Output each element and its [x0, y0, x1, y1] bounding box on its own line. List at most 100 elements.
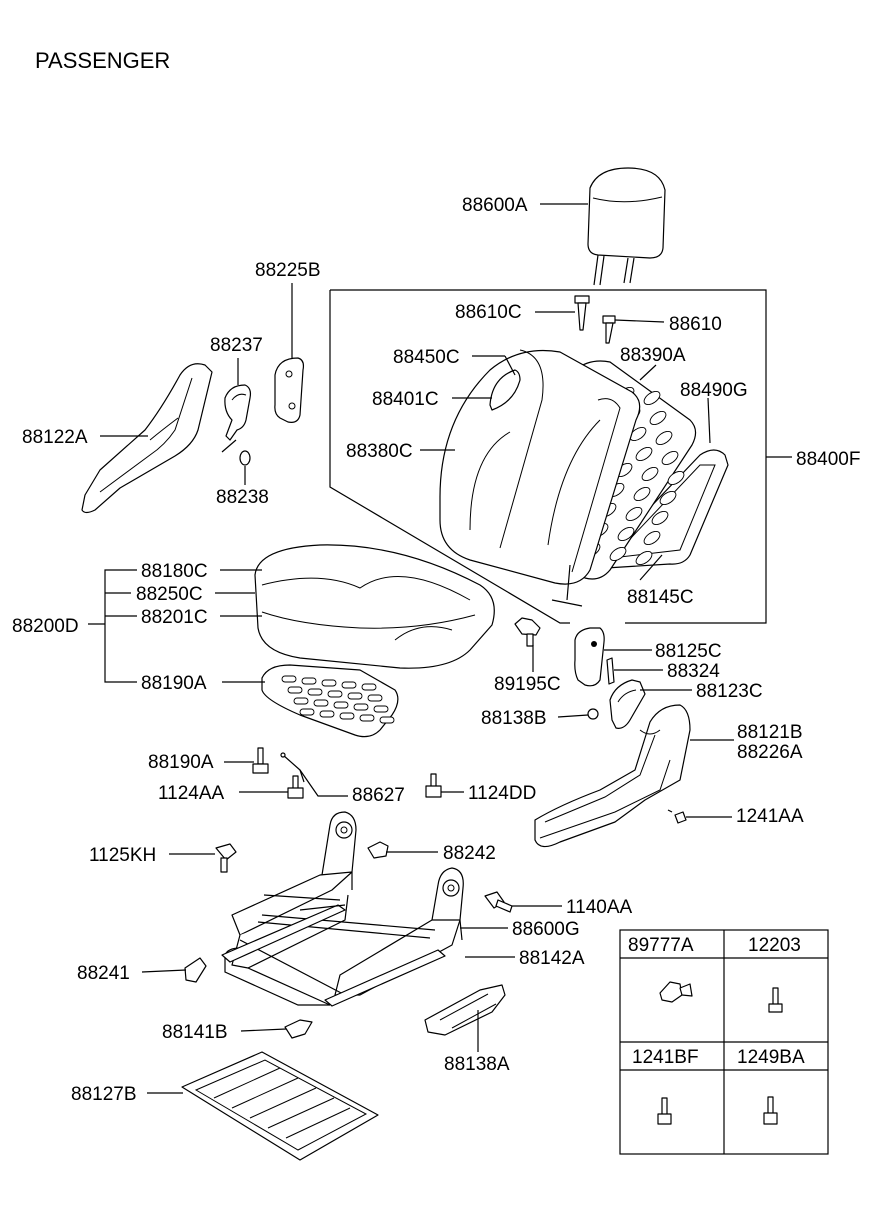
- pan-hole: [367, 694, 383, 702]
- label-88600G[interactable]: 88600G: [512, 919, 580, 940]
- label-88145C[interactable]: 88145C: [627, 587, 694, 608]
- pan-hole: [359, 714, 375, 722]
- label-88390A[interactable]: 88390A: [620, 345, 686, 366]
- backboard-hole: [655, 430, 673, 446]
- hinge-bracket-part[interactable]: [221, 384, 252, 453]
- back-pad-part[interactable]: [489, 369, 521, 411]
- backboard-hole: [643, 530, 661, 546]
- backboard-hole: [625, 506, 643, 522]
- label-1125KH[interactable]: 1125KH: [89, 845, 156, 866]
- pan-hole: [293, 697, 309, 705]
- label-88190A-bolt[interactable]: 88190A: [148, 752, 214, 773]
- label-88127B[interactable]: 88127B: [71, 1084, 137, 1105]
- back-wire-part[interactable]: [551, 564, 583, 607]
- bolt-1140aa-part[interactable]: [484, 891, 513, 913]
- table-header-12203: 12203: [748, 935, 801, 956]
- label-88125C[interactable]: 88125C: [655, 641, 722, 662]
- table-header-89777A: 89777A: [628, 935, 694, 956]
- label-88225B[interactable]: 88225B: [255, 260, 321, 281]
- label-89195C[interactable]: 89195C: [494, 674, 561, 695]
- bolt-1125kh-part[interactable]: [215, 843, 237, 873]
- backboard-hole: [641, 466, 659, 482]
- label-88324[interactable]: 88324: [667, 661, 720, 682]
- backboard-hole: [643, 390, 661, 406]
- cushion-pan-part[interactable]: [261, 664, 399, 738]
- seat-shield-part[interactable]: [534, 704, 691, 848]
- label-1124DD[interactable]: 1124DD: [468, 783, 536, 804]
- label-88123C[interactable]: 88123C: [696, 681, 763, 702]
- label-88401C[interactable]: 88401C: [372, 389, 439, 410]
- backboard-hole: [661, 450, 679, 466]
- nut-88138b-part[interactable]: [587, 708, 599, 720]
- headrest-part[interactable]: [587, 167, 666, 286]
- label-88250C[interactable]: 88250C: [136, 584, 203, 605]
- guide-pin-lock-part[interactable]: [602, 315, 616, 344]
- pan-hole: [347, 692, 363, 700]
- label-1124AA[interactable]: 1124AA: [158, 783, 225, 804]
- label-88600A[interactable]: 88600A: [462, 195, 528, 216]
- label-88400F[interactable]: 88400F: [796, 449, 860, 470]
- pan-hole: [379, 716, 395, 724]
- backboard-hole: [635, 446, 653, 462]
- pan-hole: [327, 690, 343, 698]
- label-88142A[interactable]: 88142A: [519, 948, 585, 969]
- label-88226A[interactable]: 88226A: [737, 742, 803, 763]
- bolt-1124dd-part[interactable]: [425, 773, 442, 798]
- push-clip-icon[interactable]: [659, 981, 693, 1003]
- spring-88324-part[interactable]: [606, 657, 615, 685]
- seatback-frame-part[interactable]: [599, 449, 729, 569]
- clip-88242-part[interactable]: [367, 841, 389, 859]
- label-88450C[interactable]: 88450C: [393, 347, 460, 368]
- bolt-88190a-part[interactable]: [252, 747, 269, 774]
- pan-hole: [281, 675, 297, 683]
- pan-hole: [287, 686, 303, 694]
- recliner-cover-part[interactable]: [574, 627, 605, 687]
- hinge-cover-part[interactable]: [274, 357, 305, 423]
- cap-88141b-part[interactable]: [284, 1019, 313, 1039]
- screw-1249ba-icon[interactable]: [763, 1096, 778, 1125]
- slider-bracket-part[interactable]: [424, 984, 506, 1036]
- label-88380C[interactable]: 88380C: [346, 441, 413, 462]
- label-88237[interactable]: 88237: [210, 335, 263, 356]
- recliner-cover-inner-part[interactable]: [609, 679, 646, 729]
- label-88241[interactable]: 88241: [77, 963, 130, 984]
- label-88610[interactable]: 88610: [669, 314, 722, 335]
- label-88190A-top[interactable]: 88190A: [141, 673, 207, 694]
- bolt-89195c-part[interactable]: [514, 617, 541, 647]
- label-88201C[interactable]: 88201C: [141, 607, 208, 628]
- pan-hole: [301, 677, 317, 685]
- label-1241AA[interactable]: 1241AA: [736, 806, 804, 827]
- label-1140AA[interactable]: 1140AA: [566, 897, 633, 918]
- bolt-1124aa-part[interactable]: [287, 775, 304, 799]
- backboard-hole: [609, 546, 627, 562]
- label-88200D[interactable]: 88200D: [12, 616, 79, 637]
- label-88138B[interactable]: 88138B: [481, 708, 547, 729]
- screw-12203-icon[interactable]: [768, 987, 783, 1013]
- label-88610C[interactable]: 88610C: [455, 302, 522, 323]
- screw-1241bf-icon[interactable]: [657, 1097, 672, 1125]
- label-88242[interactable]: 88242: [443, 843, 496, 864]
- seat-cushion-part[interactable]: [254, 544, 495, 669]
- back-cushion-part[interactable]: [439, 349, 641, 585]
- label-88121B[interactable]: 88121B: [737, 722, 803, 743]
- backboard-hole: [633, 486, 651, 502]
- table-header-1241BF: 1241BF: [632, 1047, 699, 1068]
- pan-hole: [373, 705, 389, 713]
- pan-hole: [333, 701, 349, 709]
- recliner-shield-part[interactable]: [81, 363, 213, 514]
- label-88138A[interactable]: 88138A: [444, 1054, 510, 1075]
- cap-88241-part[interactable]: [184, 957, 207, 983]
- label-88627[interactable]: 88627: [352, 785, 405, 806]
- backboard-hole: [649, 410, 667, 426]
- under-tray-part[interactable]: [181, 1051, 379, 1161]
- label-88238[interactable]: 88238: [216, 487, 269, 508]
- screw-1241aa-part[interactable]: [667, 809, 687, 824]
- guide-pin-part[interactable]: [574, 295, 590, 331]
- label-88490G[interactable]: 88490G: [680, 380, 748, 401]
- clip-part[interactable]: [239, 450, 251, 466]
- label-88141B[interactable]: 88141B: [162, 1022, 228, 1043]
- pan-hole: [341, 681, 357, 689]
- seat-frame-part[interactable]: [221, 811, 464, 1007]
- label-88180C[interactable]: 88180C: [141, 561, 208, 582]
- label-88122A[interactable]: 88122A: [22, 427, 88, 448]
